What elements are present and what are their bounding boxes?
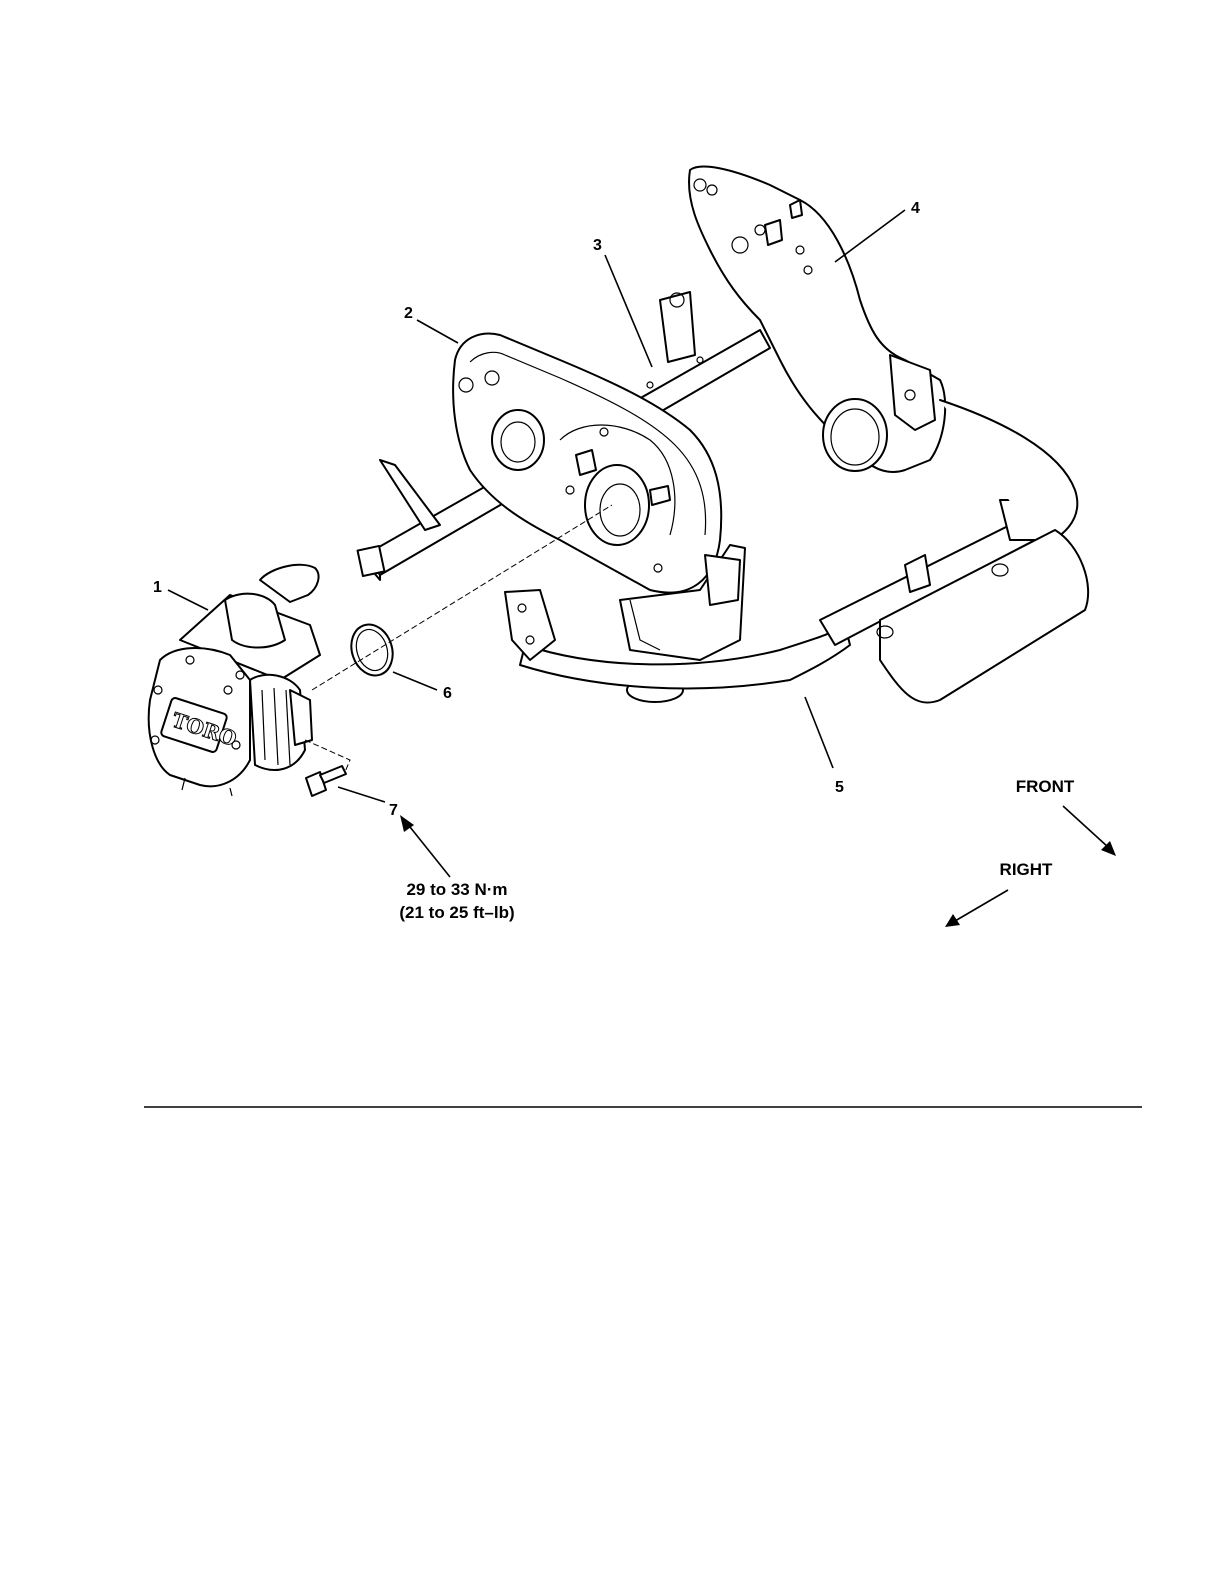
callout-3: 3	[593, 237, 602, 254]
callout-1: 1	[153, 579, 162, 596]
leader-line-5	[805, 697, 833, 768]
callout-6: 6	[443, 685, 452, 702]
right-arrowhead	[945, 914, 960, 927]
torque-spec-metric: 29 to 33 N·m	[406, 880, 507, 899]
part-6-o-ring	[345, 619, 399, 681]
leader-line-4	[835, 210, 905, 262]
leader-line-7	[338, 787, 385, 802]
part-1-gearbox: TORO	[149, 565, 320, 796]
part-4-frame-plate	[689, 166, 945, 471]
leader-line-2	[417, 320, 458, 343]
callout-4: 4	[911, 200, 920, 217]
part-7-bolt	[306, 766, 346, 796]
part-2-side-plate	[453, 334, 721, 593]
direction-right-label: RIGHT	[1000, 860, 1054, 879]
leader-line-3	[605, 255, 652, 367]
callout-2: 2	[404, 305, 413, 322]
right-arrow-line	[955, 890, 1008, 921]
torque-arrow-line	[406, 822, 450, 877]
leader-line-1	[168, 590, 208, 610]
leader-line-6	[393, 672, 437, 690]
torque-spec-imperial: (21 to 25 ft–lb)	[399, 903, 514, 922]
direction-front-label: FRONT	[1016, 777, 1075, 796]
callout-7: 7	[389, 802, 398, 819]
callout-5: 5	[835, 779, 844, 796]
front-arrow-line	[1063, 806, 1108, 847]
